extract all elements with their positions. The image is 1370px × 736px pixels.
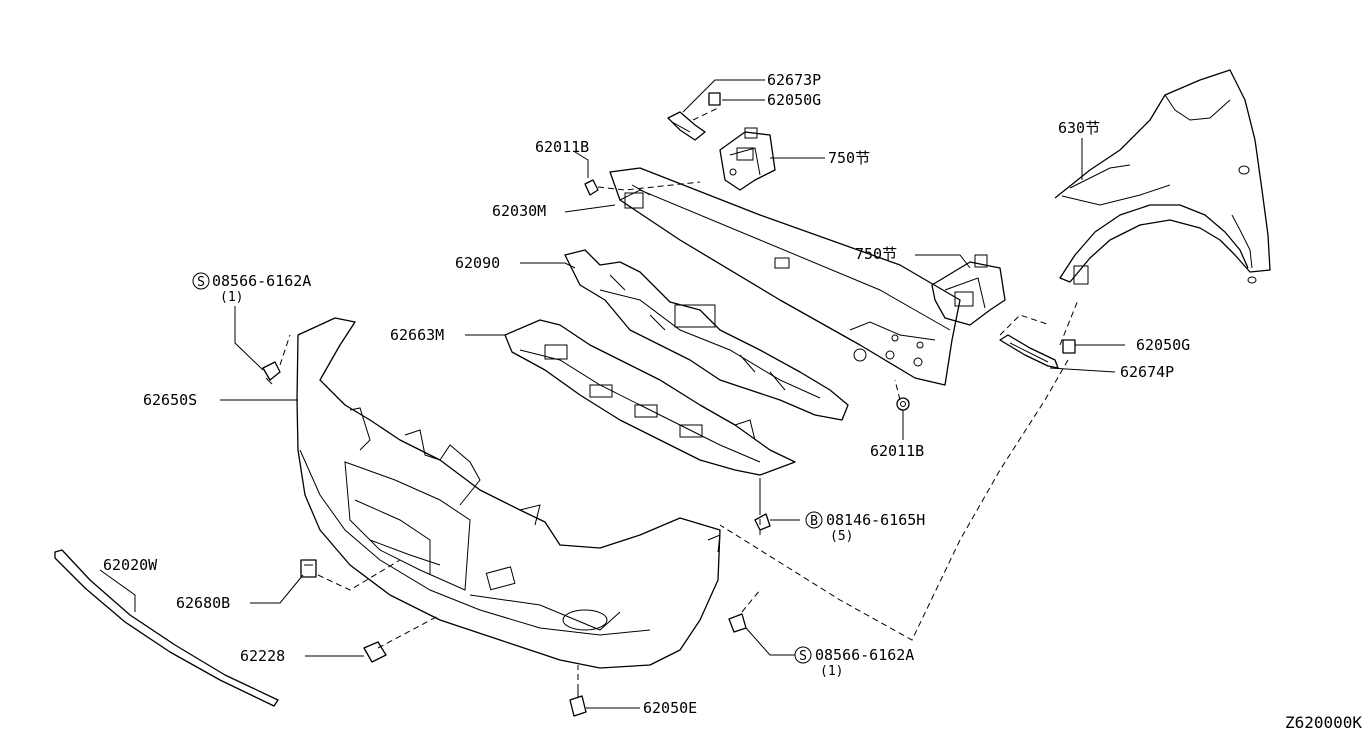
label-08566-top: 08566-6162A xyxy=(212,272,311,290)
front-fender-part xyxy=(1054,69,1271,285)
diagram-code: Z620000K xyxy=(1285,713,1362,732)
label-62011B-low: 62011B xyxy=(870,442,924,460)
clip-62050G-top-part xyxy=(708,92,721,106)
label-62050G-top: 62050G xyxy=(767,91,821,109)
label-62673P: 62673P xyxy=(767,71,821,89)
label-62030M: 62030M xyxy=(492,202,546,220)
bolt-08146-part xyxy=(754,505,771,531)
label-08566-bot-qty: (1) xyxy=(820,664,843,679)
screw-08566-bot-part xyxy=(728,613,747,633)
clip-62011B-top-part xyxy=(584,179,599,196)
lower-air-guide-part xyxy=(504,319,796,476)
bumper-reinforcement-part xyxy=(609,167,961,386)
screw-standard-mark-top: S xyxy=(192,272,210,290)
bumper-molding-part xyxy=(54,549,279,707)
clip-62050E-part xyxy=(569,690,587,717)
label-750-mid: 750节 xyxy=(855,245,897,263)
bumper-fascia-part xyxy=(296,317,721,669)
label-08566-top-qty: (1) xyxy=(220,290,243,305)
label-62011B-top: 62011B xyxy=(535,138,589,156)
label-62050G-right: 62050G xyxy=(1136,336,1190,354)
bolt-standard-mark: B xyxy=(805,511,823,529)
screw-08566-top-part xyxy=(262,361,281,385)
label-62650S: 62650S xyxy=(143,391,197,409)
clip-62050G-right-part xyxy=(1062,339,1076,354)
label-62228: 62228 xyxy=(240,647,285,665)
cover-62228-part xyxy=(363,641,387,663)
label-750-top: 750节 xyxy=(828,149,870,167)
clip-62674P-part xyxy=(999,334,1059,369)
label-630: 630节 xyxy=(1058,119,1100,137)
clip-62673P-part xyxy=(667,111,706,141)
label-08146-qty: (5) xyxy=(830,529,853,544)
mark-s-bot-text: S xyxy=(799,649,807,664)
clip-62680B-part xyxy=(300,559,317,578)
mark-s-top-text: S xyxy=(197,275,205,290)
label-62680B: 62680B xyxy=(176,594,230,612)
mark-b-text: B xyxy=(810,514,818,529)
label-62663M: 62663M xyxy=(390,326,444,344)
clip-62011B-low-part xyxy=(896,397,910,411)
assembly-dashed-lines xyxy=(279,107,1079,690)
energy-absorber-part xyxy=(564,249,849,421)
label-62674P: 62674P xyxy=(1120,363,1174,381)
label-08146: 08146-6165H xyxy=(826,511,925,529)
screw-standard-mark-bot: S xyxy=(794,646,812,664)
leader-lines xyxy=(99,79,1125,709)
bracket-750-top-part xyxy=(719,127,776,191)
label-62050E: 62050E xyxy=(643,699,697,717)
bracket-750-mid-part xyxy=(931,254,1006,326)
label-08566-bot: 08566-6162A xyxy=(815,646,914,664)
label-62020W: 62020W xyxy=(103,556,158,574)
label-62090: 62090 xyxy=(455,254,500,272)
